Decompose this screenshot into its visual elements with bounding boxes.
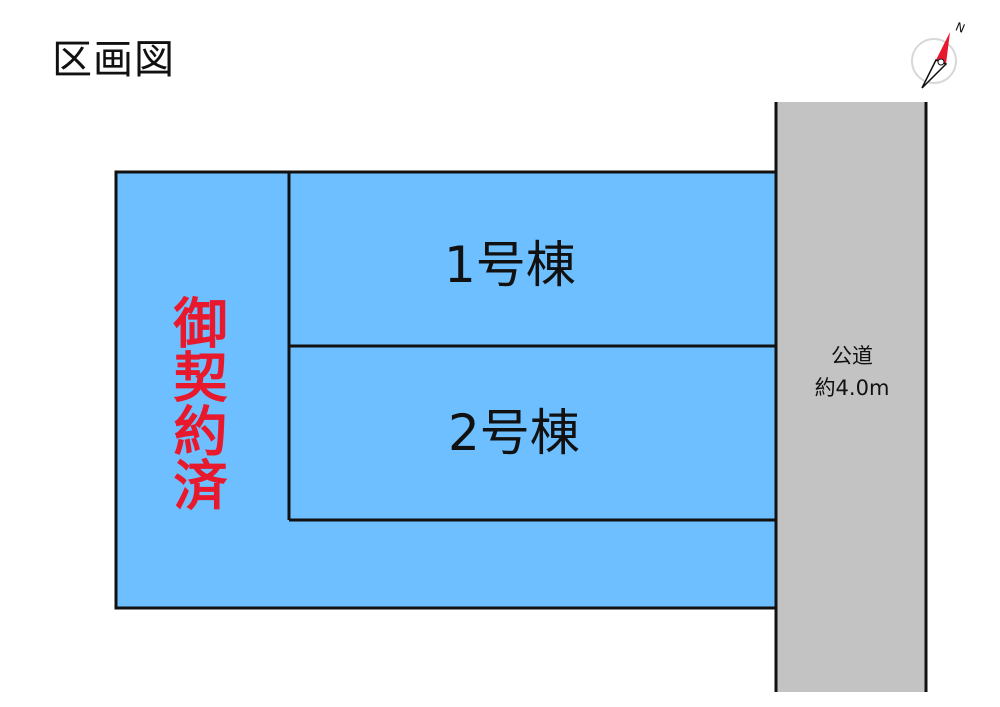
lot-1-label: 1号棟 bbox=[444, 236, 576, 294]
road bbox=[776, 102, 926, 692]
north-arrow-icon: N bbox=[911, 20, 967, 89]
road-width: 約4.0m bbox=[814, 376, 890, 400]
road-label: 公道 約4.0m bbox=[780, 340, 924, 404]
lot-2-label: 2号棟 bbox=[448, 404, 580, 462]
road-type: 公道 bbox=[831, 344, 873, 368]
page-title: 区画図 bbox=[52, 37, 175, 83]
site-boundary bbox=[114, 170, 778, 610]
sold-label: 御契約済 bbox=[164, 295, 227, 511]
